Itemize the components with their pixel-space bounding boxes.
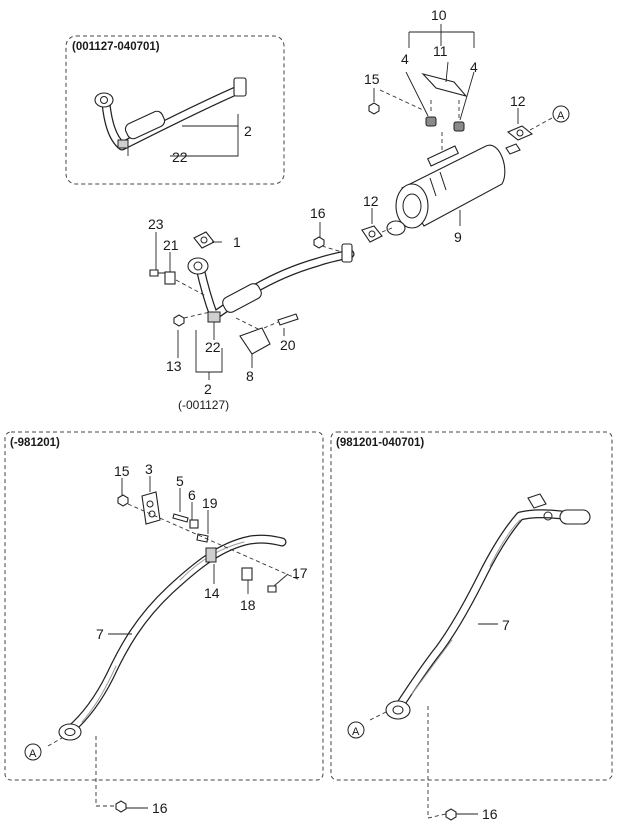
tail-pipe-right — [385, 493, 591, 720]
callout-16-mid: 16 — [310, 205, 326, 221]
bracket-21 — [164, 271, 176, 285]
callout-3: 3 — [145, 461, 153, 477]
pin-5 — [172, 513, 189, 523]
muffler-assembly: 10 4 11 4 15 12 A 12 9 — [361, 7, 570, 245]
callout-2: 2 — [204, 381, 212, 397]
ref-a-right: A — [352, 726, 360, 738]
hanger-bracket — [421, 72, 468, 97]
tail-pipe-left — [58, 534, 287, 741]
callout-23: 23 — [148, 216, 164, 232]
panel-caption-right: (981201-040701) — [336, 437, 424, 449]
callout-4-left: 4 — [401, 51, 409, 67]
gasket-mid — [361, 225, 383, 243]
callout-13: 13 — [166, 358, 182, 374]
nut-icon — [368, 102, 380, 115]
gasket-right — [506, 125, 534, 141]
ref-a-top: A — [557, 110, 565, 122]
washer-6 — [189, 519, 199, 529]
reference-a-marker — [552, 105, 570, 123]
callout-22-inset: 22 — [172, 149, 188, 165]
ref-a-marker-left — [24, 743, 42, 761]
nut-13 — [173, 314, 185, 327]
callout-11: 11 — [433, 43, 448, 59]
callout-7-left: 7 — [96, 626, 104, 642]
callout-1: 1 — [233, 234, 241, 250]
panel-bottom-right: (981201-040701) 7 A 16 — [330, 431, 613, 822]
callout-16-left: 16 — [152, 800, 168, 816]
rubber-hanger-right — [453, 121, 465, 132]
inset-caption: (001127-040701) — [72, 41, 160, 53]
main-caption: (-001127) — [178, 398, 229, 412]
nut-15-left — [117, 494, 129, 507]
inset-front-pipe — [94, 77, 247, 151]
hanger-right — [527, 493, 547, 509]
callout-19: 19 — [202, 495, 218, 511]
callout-2-inset: 2 — [244, 123, 252, 139]
callout-20: 20 — [280, 337, 296, 353]
callout-9: 9 — [454, 229, 462, 245]
callout-16-right: 16 — [482, 806, 498, 822]
gasket-1 — [193, 231, 215, 249]
muffler — [386, 143, 521, 236]
ref-a-marker-right — [347, 721, 365, 739]
callout-7-right: 7 — [502, 617, 510, 633]
catalytic-converter — [222, 283, 262, 313]
callout-22: 22 — [205, 339, 221, 355]
ref-a-left: A — [29, 748, 37, 760]
callout-6: 6 — [188, 487, 196, 503]
callout-12-mid: 12 — [363, 193, 379, 209]
inset-panel-top: (001127-040701) 2 22 — [65, 35, 285, 185]
callout-15-left: 15 — [114, 463, 130, 479]
callout-14: 14 — [204, 585, 220, 601]
panel-bottom-left: (-981201) — [4, 431, 324, 816]
inset-leader — [170, 114, 239, 157]
callout-5: 5 — [176, 473, 184, 489]
callout-12-right: 12 — [510, 93, 526, 109]
bolt-20 — [277, 313, 299, 326]
rubber-hanger-left — [425, 116, 437, 127]
callout-18: 18 — [240, 597, 256, 613]
callout-10: 10 — [431, 7, 447, 23]
callout-17: 17 — [292, 565, 308, 581]
panel-caption-left: (-981201) — [10, 437, 60, 449]
nut-16-left — [115, 800, 127, 813]
nut-16-right — [445, 808, 457, 821]
callout-8: 8 — [246, 368, 254, 384]
nut-16 — [313, 236, 325, 249]
callout-15: 15 — [364, 71, 380, 87]
callout-4-right: 4 — [470, 59, 478, 75]
bracket-8 — [239, 327, 271, 355]
bracket-3 — [141, 491, 161, 525]
bolt-17 — [267, 585, 277, 593]
front-pipe-assembly: 23 21 1 13 22 20 8 16 2 (-001127) — [148, 205, 355, 412]
bracket-18 — [241, 567, 253, 581]
callout-21: 21 — [163, 237, 179, 253]
bolt-23 — [149, 269, 159, 277]
